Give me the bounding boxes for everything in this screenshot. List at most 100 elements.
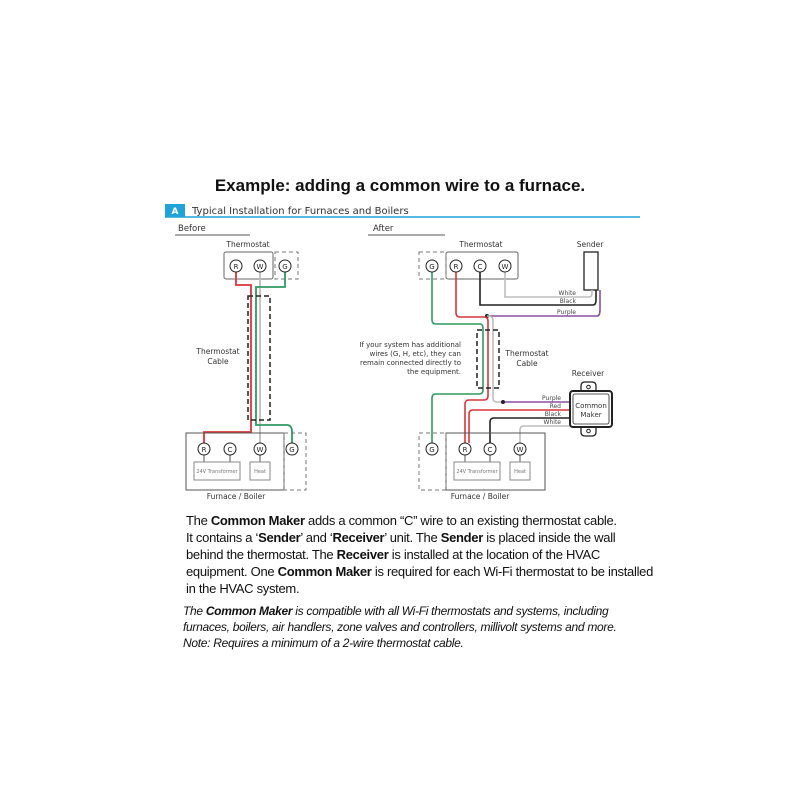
bold-text: Common Maker [205,604,293,618]
after-transformer [453,461,501,481]
terminal-g: G [429,446,434,454]
splice-dot [501,400,505,404]
red-wire [455,272,489,443]
black-wire [479,272,597,306]
terminal-r: R [202,446,207,454]
before-cable-label: Thermostat [195,347,239,356]
before-heat [249,461,271,481]
green-wire [255,272,293,443]
before-thermostat-terminals: R W G [229,259,292,273]
sender-wire-label-purple: Purple [557,309,576,316]
after-heat [509,461,531,481]
terminal-g: G [429,263,434,271]
terminal-w: W [257,263,264,271]
bold-text: Receiver [332,530,385,545]
sender-wire-label-black: Black [560,298,577,305]
text: It contains a ‘ [186,530,259,545]
text: is placed inside the wall behind the the… [186,530,616,562]
terminal-r: R [234,263,239,271]
red-wire [203,272,252,443]
compatibility-note: The Common Maker is compatible with all … [183,603,655,651]
description-block: The Common Maker adds a common “C” wire … [183,512,655,651]
before-furnace-leads [203,455,261,462]
after-thermostat-terminals: G R C W [425,259,512,273]
terminal-c: C [228,446,233,454]
terminal-g: G [282,263,287,271]
bold-text: Sender [440,530,484,545]
text: is installed at the location of the HVAC… [186,547,600,579]
black-wire [489,417,572,443]
after-furnace-terminals: G R C W [425,442,527,456]
text: adds a common “C” wire to an existing th… [304,513,617,528]
terminal-r: R [454,263,459,271]
before-transformer [193,461,241,481]
terminal-r: R [463,446,468,454]
description-line-1: The Common Maker adds a common “C” wire … [186,512,655,529]
terminal-w: W [517,446,524,454]
receiver-label: Receiver [572,369,605,378]
before-furnace-label: Furnace / Boiler [207,492,267,501]
bold-text: Common Maker [210,513,305,528]
before-thermostat [223,251,274,280]
purple-wire [487,290,601,317]
after-thermostat [445,251,519,280]
after-thermostat-g-ext [418,251,447,280]
terminal-g: G [289,446,294,454]
white-wire-cable [486,315,503,403]
receiver-wire-label-black: Black [545,411,562,418]
after-cable-label: Thermostat [504,349,548,358]
section-badge-bg [165,204,185,217]
receiver-body-text: Common [575,402,607,410]
text: ’ unit. The [384,530,441,545]
terminal-c: C [478,263,483,271]
text: is compatible with all Wi-Fi thermostats… [183,604,617,634]
green-wire [431,272,484,443]
after-furnace-leads [464,455,521,462]
section-badge: A [172,207,179,217]
note-line: the equipment. [407,368,461,376]
before-thermostat-g-ext [274,251,299,280]
before-thermostat-cable [247,295,271,421]
white-wire [504,272,593,298]
receiver-body-text: Maker [580,411,601,419]
after-cable-label-2: Cable [516,359,538,368]
terminal-w: W [502,263,509,271]
bold-text: Receiver [336,547,389,562]
terminal-w: W [257,446,264,454]
white-wire [519,425,572,443]
before-heading: Before [178,224,206,234]
after-heat-label: Heat [514,469,526,475]
page-title: Example: adding a common wire to a furna… [215,176,585,195]
additional-wires-note: If your system has additional wires (G, … [359,341,461,376]
bold-text: Sender [258,530,301,545]
note-line: If your system has additional [359,341,461,349]
receiver: Common Maker [569,381,613,437]
sender [583,251,599,291]
sender-wire-label-white: White [559,290,577,297]
text: The [186,513,211,528]
section-title: Typical Installation for Furnaces and Bo… [191,206,409,217]
after-thermostat-cable [476,329,500,389]
before-furnace-terminals: R C W G [197,442,299,456]
note-line: wires (G, H, etc), they can [370,350,461,358]
text: The [183,604,206,618]
receiver-wire-label-red: Red [550,403,562,410]
text: ’ and ‘ [300,530,333,545]
sender-label: Sender [577,240,605,249]
before-furnace-g-ext [283,432,307,491]
after-transformer-label: 24V Transformer [456,469,498,475]
before-cable-label-2: Cable [207,357,229,366]
after-furnace [445,432,546,491]
before-heat-label: Heat [254,469,266,475]
before-thermostat-label: Thermostat [225,240,269,249]
description-line-2: It contains a ‘Sender’ and ‘Receiver’ un… [186,529,655,597]
receiver-wire-label-white: White [544,419,562,426]
bold-text: Common Maker [277,564,372,579]
after-thermostat-label: Thermostat [458,240,502,249]
before-transformer-label: 24V Transformer [196,469,238,475]
after-heading: After [373,224,394,234]
requirement-note: Note: Requires a minimum of a 2-wire the… [183,636,464,650]
note-line: remain connected directly to [360,359,461,367]
red-wire-receiver [468,409,572,443]
